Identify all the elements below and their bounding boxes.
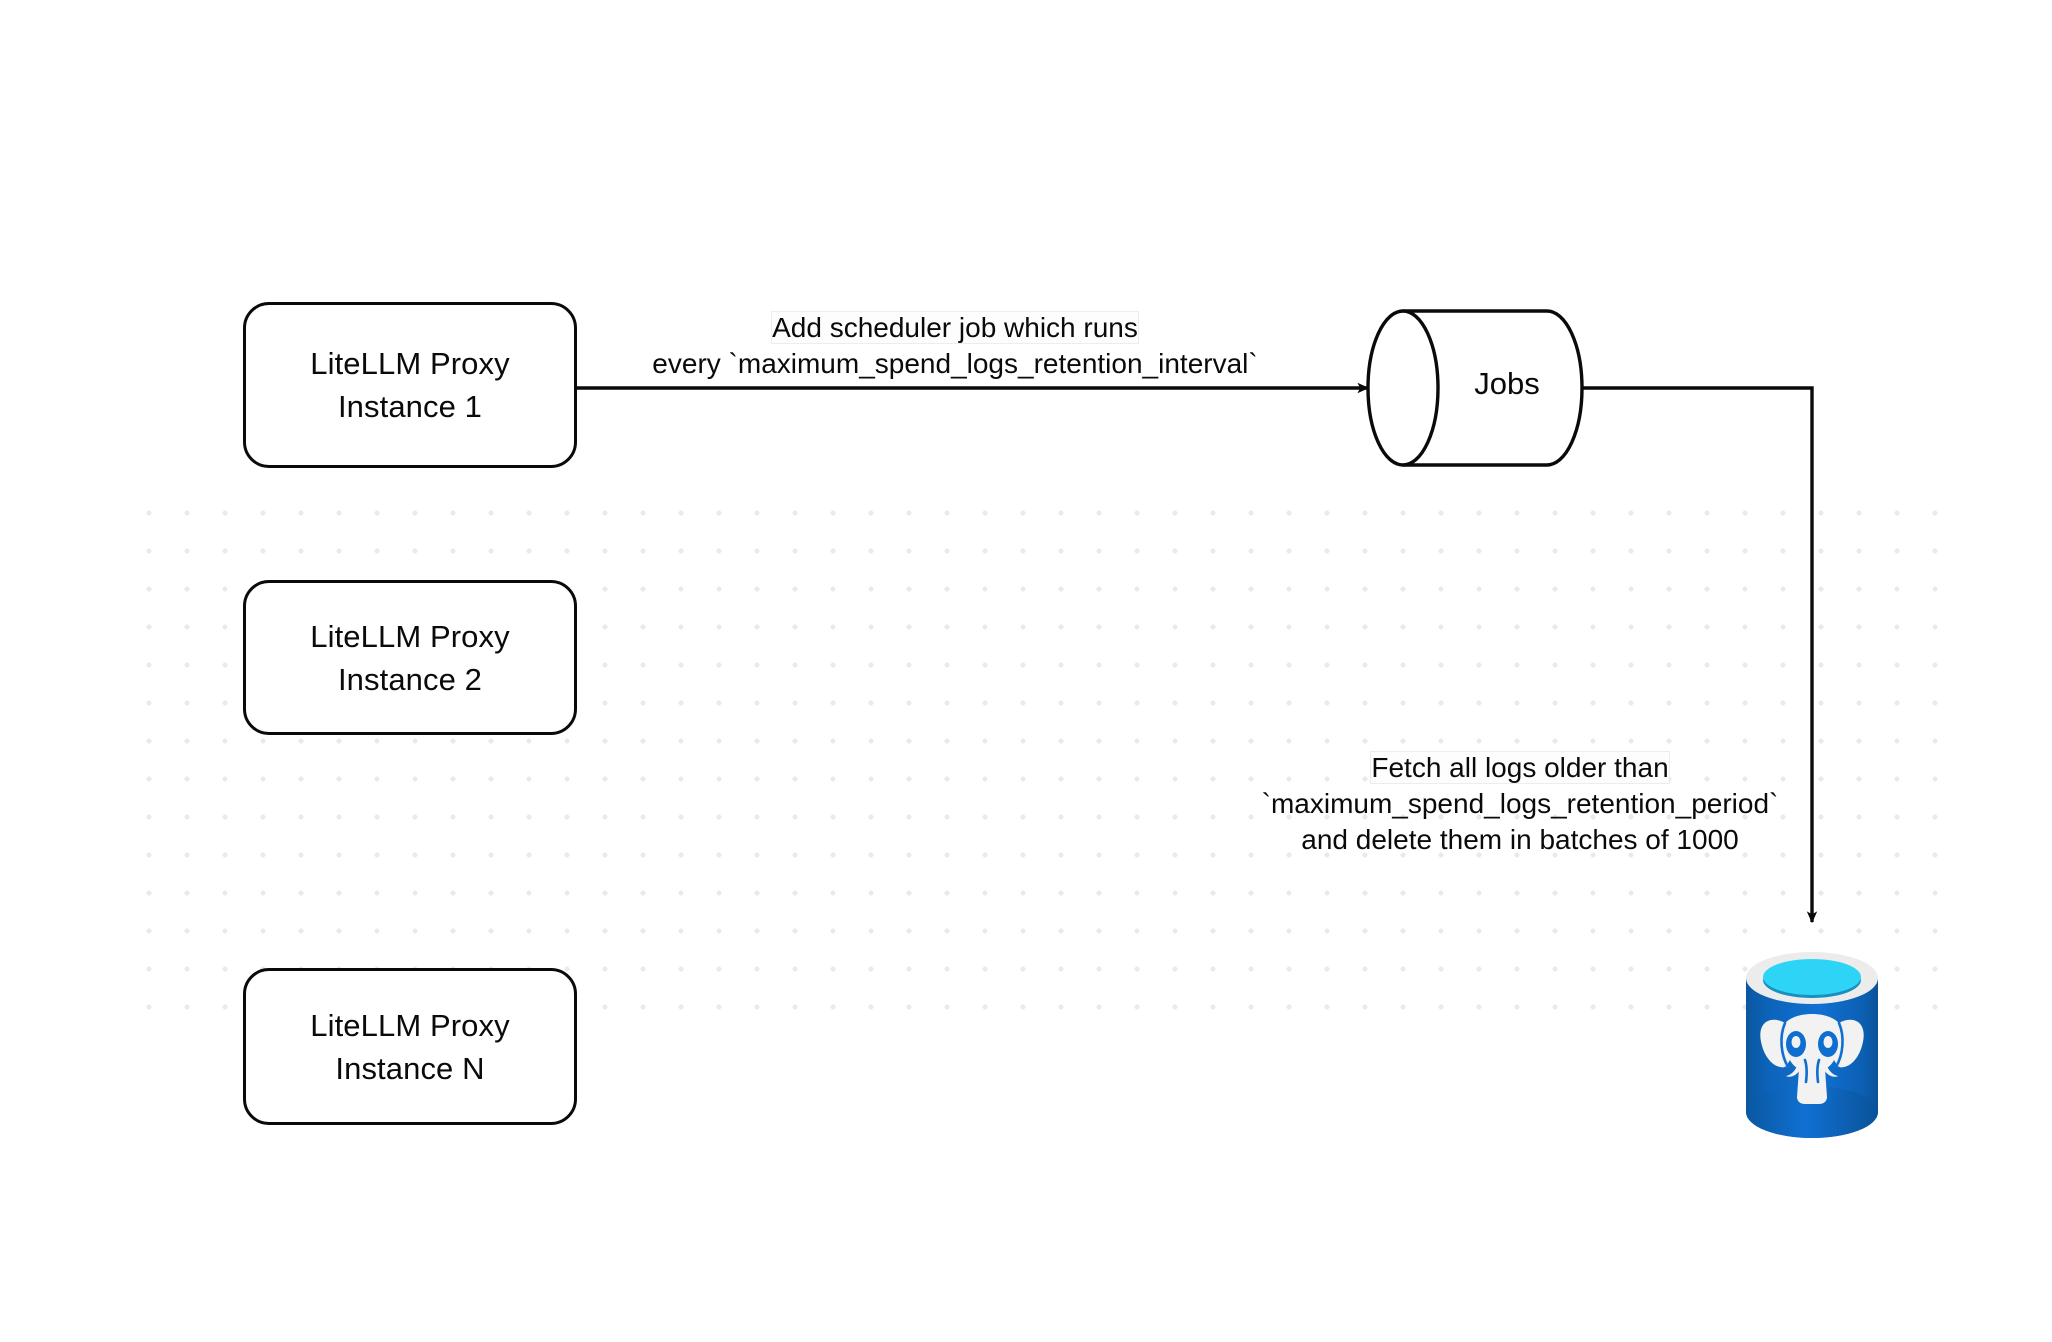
node-litellm-proxy-instance-2[interactable]: LiteLLM Proxy Instance 2 <box>243 580 577 735</box>
node-label: LiteLLM Proxy Instance N <box>310 1007 510 1086</box>
node-label: LiteLLM Proxy Instance 2 <box>310 618 510 697</box>
node-label: LiteLLM Proxy Instance 1 <box>310 346 510 424</box>
node-litellm-proxy-instance-n[interactable]: LiteLLM Proxy Instance N <box>243 968 577 1125</box>
edge-fetch-delete-path <box>1583 386 1818 924</box>
jobs-cylinder-shape <box>1366 309 1584 467</box>
elephant-glyph <box>1760 1014 1864 1104</box>
edge-label-line-1: Add scheduler job which runs <box>772 312 1138 343</box>
node-jobs-label: Jobs <box>1474 366 1540 401</box>
edge-label-fetch-delete: Fetch all logs older than `maximum_spend… <box>1230 750 1810 858</box>
edge-label-line-1: Fetch all logs older than <box>1371 752 1669 783</box>
node-litellm-proxy-instance-1[interactable]: LiteLLM Proxy Instance 1 <box>243 302 577 468</box>
edge-label-line-3: and delete them in batches of 1000 <box>1301 824 1739 855</box>
edge-label-line-2: `maximum_spend_logs_retention_period` <box>1261 788 1779 819</box>
edge-label-scheduler: Add scheduler job which runs every `maxi… <box>600 310 1310 382</box>
postgresql-database-icon <box>1746 952 1878 1138</box>
edge-label-line-2: every `maximum_spend_logs_retention_inte… <box>652 348 1258 379</box>
